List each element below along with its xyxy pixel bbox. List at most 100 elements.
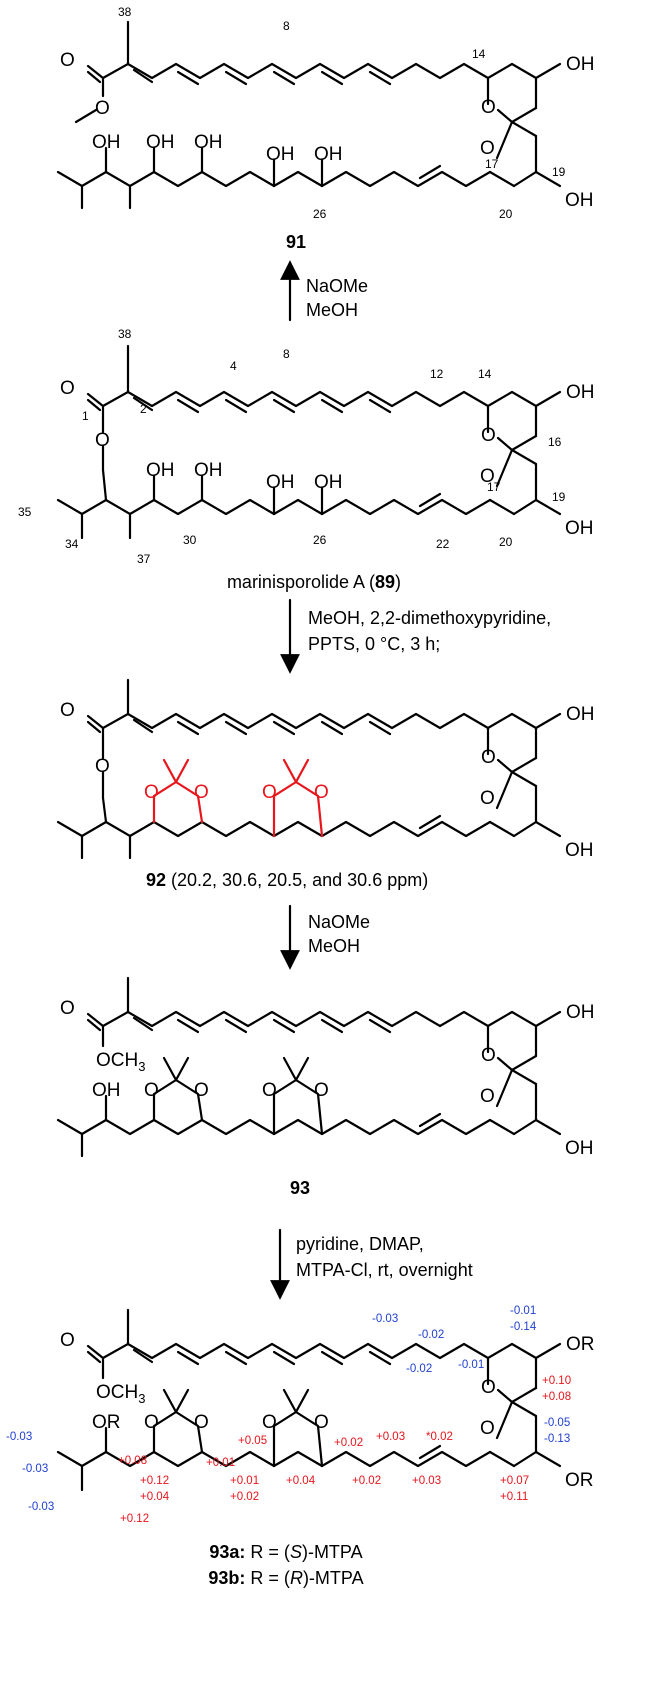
ring-o-lower: O (480, 788, 495, 809)
acetonide-1-o-right: O (194, 1412, 209, 1433)
mtpa-ester-19: OR (565, 1470, 594, 1491)
acetonide-2-o-left: O (262, 1080, 277, 1101)
delta-value: +0.12 (120, 1513, 149, 1525)
delta-value: +0.02 (230, 1491, 259, 1503)
delta-value: +0.02 (334, 1437, 363, 1449)
delta-value: +0.02 (352, 1475, 381, 1487)
compound-91-structure: 38 8 14 17 19 20 26 O O O O OH (56, 5, 595, 252)
acetonide-2-o-left: O (262, 782, 277, 803)
hydroxyl-29: OH (266, 144, 295, 165)
arrow1-reagent-1: NaOMe (306, 276, 368, 296)
delta-value: -0.01 (458, 1359, 484, 1371)
compound-89-structure: 38 4 8 12 14 2 1 16 17 19 22 20 26 30 34… (18, 327, 595, 592)
ester-och3: OCH3 (96, 1382, 145, 1406)
delta-value: +0.01 (206, 1457, 235, 1469)
locant-38: 38 (118, 327, 132, 341)
compound-93ab-structure: O OCH3 O O OR OR OR O O O O -0.03 -0.02 (6, 1305, 595, 1588)
ester-carbonyl-o: O (60, 998, 75, 1019)
hydroxyl-29: OH (266, 472, 295, 493)
compound-93-structure: O OCH3 O O OH OH OH O O O O 93 (56, 976, 595, 1198)
delta-value: -0.03 (372, 1313, 398, 1325)
locant-30: 30 (183, 533, 197, 547)
delta-value: +0.01 (230, 1475, 259, 1487)
hydroxyl-31: OH (194, 132, 223, 153)
ester-o: O (95, 98, 110, 119)
ring-o-upper: O (481, 1377, 496, 1398)
delta-value: -0.02 (418, 1329, 444, 1341)
locant-38: 38 (118, 5, 132, 19)
locant-1: 1 (82, 409, 89, 423)
lactone-o: O (95, 756, 110, 777)
locant-8: 8 (283, 19, 290, 33)
delta-value: -0.03 (6, 1431, 32, 1443)
acetonide-1-o-left: O (144, 1412, 159, 1433)
delta-value: -0.13 (544, 1433, 570, 1445)
arrow2-reagent-1: MeOH, 2,2-dimethoxypyridine, (308, 608, 551, 628)
acetonide-1-o-left: O (144, 782, 159, 803)
acetonide-2-o-left: O (262, 1412, 277, 1433)
acetonide-1-o-right: O (194, 1080, 209, 1101)
locant-14: 14 (472, 47, 486, 61)
hydroxyl-14: OH (566, 704, 595, 725)
ring-o-upper: O (481, 1045, 496, 1066)
ring-o-lower: O (480, 138, 495, 159)
mtpa-ester-35: OR (92, 1412, 121, 1433)
hydroxyl-19: OH (565, 518, 594, 539)
compound-93b-label: 93b: R = (R)-MTPA (208, 1568, 363, 1588)
locant-17: 17 (485, 157, 499, 171)
hydroxyl-27: OH (314, 144, 343, 165)
compound-91-label: 91 (286, 232, 306, 252)
arrow3-reagent-2: MeOH (308, 936, 360, 956)
ring-o-lower: O (480, 466, 495, 487)
arrow4-reagent-2: MTPA-Cl, rt, overnight (296, 1260, 473, 1280)
hydroxyl-27: OH (314, 472, 343, 493)
delta-value: -0.03 (28, 1501, 54, 1513)
compound-89-label: marinisporolide A (89) (227, 572, 401, 592)
hydroxyl-33: OH (146, 132, 175, 153)
ring-o-upper: O (481, 747, 496, 768)
locant-37: 37 (137, 552, 151, 566)
arrow2-reagent-2: PPTS, 0 °C, 3 h; (308, 634, 440, 654)
delta-value: +0.12 (140, 1475, 169, 1487)
ring-o-lower: O (480, 1418, 495, 1439)
delta-value: +0.03 (376, 1431, 405, 1443)
hydroxyl-35: OH (92, 132, 121, 153)
hydroxyl-14: OH (566, 382, 595, 403)
lactone-o: O (95, 430, 110, 451)
locant-19: 19 (552, 490, 566, 504)
locant-35: 35 (18, 505, 32, 519)
delta-value: +0.04 (140, 1491, 170, 1503)
acetonide-1-o-left: O (144, 1080, 159, 1101)
ring-o-upper: O (481, 97, 496, 118)
lactone-carbonyl-o: O (60, 378, 75, 399)
locant-14: 14 (478, 367, 492, 381)
delta-value: +0.05 (238, 1435, 267, 1447)
ester-och3: OCH3 (96, 1050, 145, 1074)
delta-value: -0.02 (406, 1363, 432, 1375)
arrow1-reagent-2: MeOH (306, 300, 358, 320)
acetonide-2-o-right: O (314, 1080, 329, 1101)
ring-o-upper: O (481, 425, 496, 446)
delta-value: +0.10 (542, 1375, 571, 1387)
delta-value: *0.02 (426, 1431, 453, 1443)
ring-o-lower: O (480, 1086, 495, 1107)
locant-26: 26 (313, 533, 327, 547)
delta-value: +0.03 (412, 1475, 441, 1487)
hydroxyl-14: OH (566, 1002, 595, 1023)
ester-carbonyl-o: O (60, 1330, 75, 1351)
delta-value: -0.14 (510, 1321, 537, 1333)
locant-16: 16 (548, 435, 562, 449)
compound-92-label: 92 (20.2, 30.6, 20.5, and 30.6 ppm) (146, 870, 428, 890)
compound-93-label: 93 (290, 1178, 310, 1198)
locant-19: 19 (552, 165, 566, 179)
hydroxyl-19: OH (565, 1138, 594, 1159)
delta-value: +0.11 (500, 1491, 528, 1503)
hydroxyl-33: OH (146, 460, 175, 481)
delta-value: +0.08 (542, 1391, 571, 1403)
locant-8: 8 (283, 347, 290, 361)
locant-2: 2 (140, 402, 147, 416)
ester-carbonyl-o: O (60, 50, 75, 71)
locant-20: 20 (499, 207, 513, 221)
mtpa-ester-14: OR (566, 1334, 595, 1355)
